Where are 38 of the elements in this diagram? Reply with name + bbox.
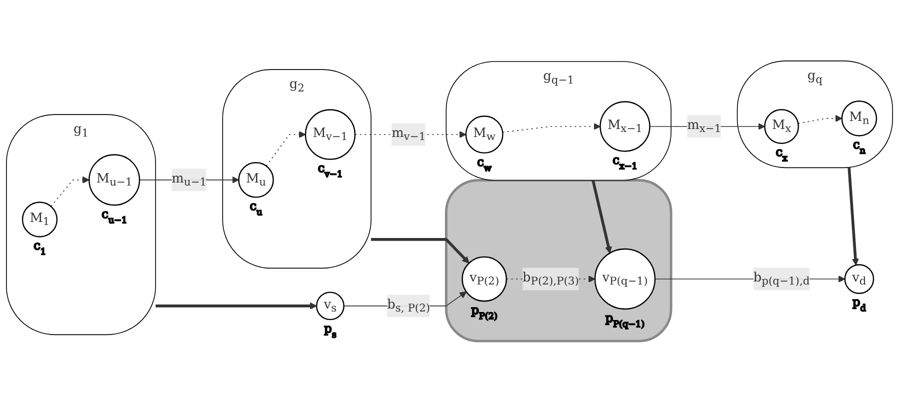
- node-caption: c$_{n}$: [852, 138, 866, 157]
- node-caption: p$_{P(q−1)}$: [605, 310, 645, 330]
- node-circle: v$_{P(q−1)}$: [594, 248, 656, 310]
- arrow: [156, 302, 317, 310]
- node-caption: p$_{s}$: [324, 321, 336, 340]
- node-circle: M$_{v−1}$: [304, 109, 356, 160]
- node-circle: v$_{d}$: [844, 264, 874, 294]
- arrow: [50, 176, 90, 207]
- node-circle: M$_{w}$: [465, 116, 504, 154]
- node-circle: M$_{1}$: [22, 202, 58, 238]
- node-circle: M$_{x}$: [764, 109, 800, 144]
- edge-label: m$_{u−1}$: [172, 170, 207, 189]
- node-caption: c$_{v−1}$: [318, 161, 343, 180]
- node-caption: c$_{u}$: [250, 199, 262, 218]
- arrow: [592, 180, 612, 254]
- node-circle: M$_{n}$: [841, 100, 878, 136]
- node-caption: c$_{w}$: [477, 154, 492, 174]
- node-circle: v$_{P(2)}$: [462, 256, 508, 302]
- node-caption: p$_{P(2)}$: [471, 302, 498, 322]
- node-caption: c$_{1}$: [34, 238, 46, 258]
- arrow: [798, 114, 842, 124]
- node-caption: c$_{x−1}$: [612, 153, 638, 172]
- arrow: [502, 122, 601, 133]
- edge-label: m$_{x−1}$: [687, 116, 722, 136]
- node-circle: M$_{u}$: [238, 162, 274, 198]
- node-caption: c$_{u−1}$: [102, 206, 128, 226]
- arrow: [848, 168, 859, 266]
- node-circle: M$_{x−1}$: [600, 101, 650, 152]
- node-caption: c$_{x}$: [776, 145, 788, 164]
- edge-label: b$_{P(2),P(3)}$: [522, 269, 579, 288]
- edge-label: b$_{s, P(2)}$: [387, 296, 430, 315]
- node-circle: v$_{s}$: [316, 292, 344, 320]
- edge-label: m$_{v−1}$: [392, 124, 426, 144]
- node-circle: M$_{u−1}$: [88, 154, 140, 206]
- arrow: [266, 131, 306, 166]
- arrow: [371, 238, 470, 264]
- edge-label: b$_{p(q−1),d}$: [753, 269, 810, 288]
- node-caption: p$_{d}$: [852, 295, 866, 314]
